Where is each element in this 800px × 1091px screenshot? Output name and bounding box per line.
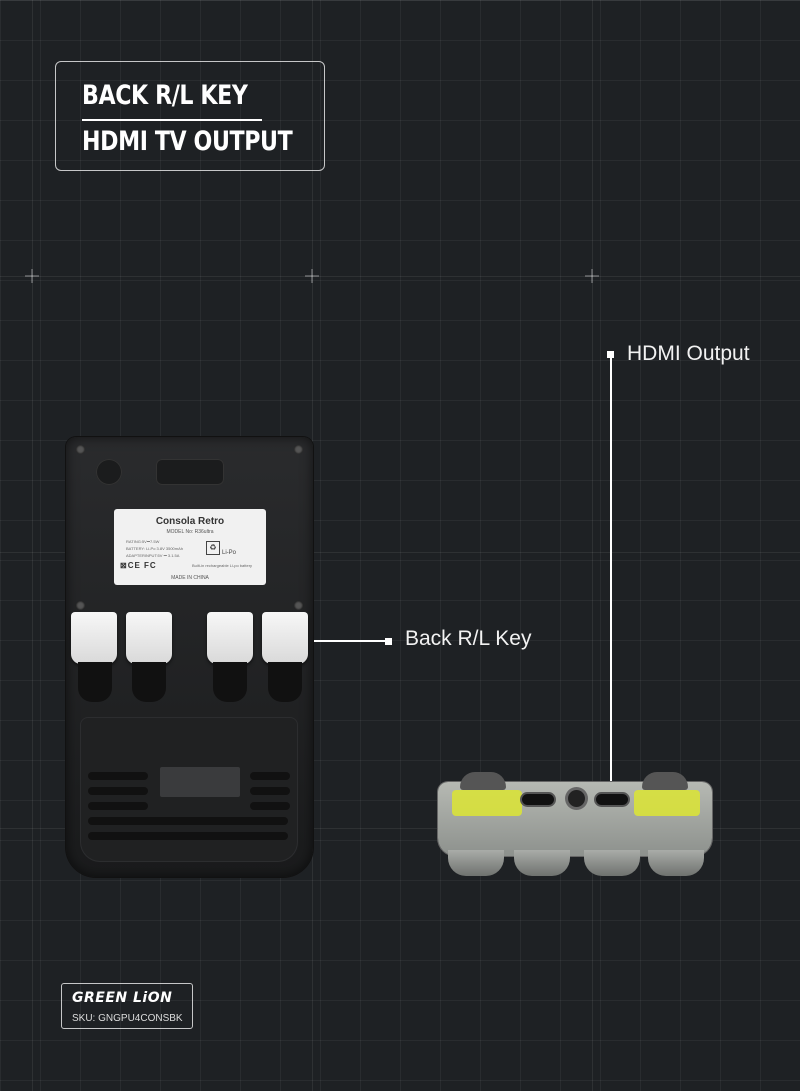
yellow-inner-board [452,790,522,816]
hdmi-callout-dot [607,351,614,358]
r2-shoulder-key[interactable] [126,612,172,664]
sticker-title: Consola Retro [155,516,225,527]
grid-cross-marker [25,269,39,283]
battery-cover [80,717,298,862]
dpad-bump [96,459,122,485]
sku-text: SKU: GNGPU4CONSBK [72,1013,183,1024]
screw [76,601,85,610]
vent-slot [88,832,288,840]
bottom-foot [514,850,570,876]
bottom-foot [648,850,704,876]
yellow-inner-board [634,790,700,816]
hdmi-output-label: HDMI Output [627,342,750,365]
top-nub [642,772,688,790]
sticker-adapter: ADAPTERINPUT:5V ⎓ 3.1.5A [126,553,180,558]
top-nub [460,772,506,790]
console-back-view: Consola Retro MODEL No: R36ultra RATING:… [66,437,313,877]
bottom-foot [448,850,504,876]
vent-slot [88,817,288,825]
product-label-sticker: Consola Retro MODEL No: R36ultra RATING:… [114,509,266,585]
sticker-warning: Built-in rechargeable Li-po battery [192,563,253,568]
screw [294,445,303,454]
brand-badge: GREEN LiON SKU: GNGPU4CONSBK [61,983,193,1029]
vent-slot [250,787,290,795]
speaker-grille [156,459,224,485]
vent-slot [250,772,290,780]
sticker-lipo: Li-Po [222,550,237,556]
grid-cross-marker [585,269,599,283]
recycle-icon: ♻ [206,541,220,555]
console-bottom-view [438,772,712,876]
usb-c-charging-port [522,794,554,805]
heading-box: BACK R/L KEY HDMI TV OUTPUT [55,61,325,171]
vent-slot [88,802,148,810]
screw [76,445,85,454]
back-key-callout-line [296,640,388,642]
sticker-made-in: MADE IN CHINA [171,575,209,581]
back-key-label: Back R/L Key [405,627,532,650]
bottom-foot [584,850,640,876]
sticker-battery: BATTERY: Li-Po 3.8V 3500mAh [126,546,183,551]
green-lion-logo: GREEN LiON [72,990,173,1006]
back-key-callout-dot [385,638,392,645]
grip-ridge [78,662,112,702]
battery-cover-label [160,767,240,797]
sticker-model: MODEL No: R36ultra [166,529,214,535]
vent-slot [250,802,290,810]
audio-jack [568,790,585,807]
l2-shoulder-key-right[interactable] [207,612,253,664]
sticker-rating: RATING:5V⎓7.5W [126,539,160,544]
heading-line-1: BACK R/L KEY [82,80,248,111]
certification-marks: ⊠CE FC [120,561,157,570]
screw [294,601,303,610]
hdmi-callout-line [610,355,612,795]
l2-shoulder-key[interactable] [71,612,117,664]
vent-slot [88,772,148,780]
hdmi-port [596,794,628,805]
heading-divider [82,119,262,121]
vent-slot [88,787,148,795]
grip-ridge [268,662,302,702]
grip-ridge [213,662,247,702]
grid-cross-marker [305,269,319,283]
grip-ridge [132,662,166,702]
heading-line-2: HDMI TV OUTPUT [82,126,293,157]
l1-shoulder-key[interactable] [262,612,308,664]
